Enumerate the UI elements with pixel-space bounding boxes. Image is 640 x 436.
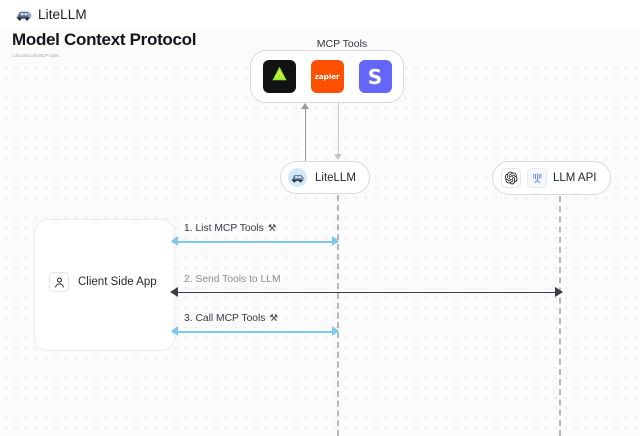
message-arrowhead-left-3 [171,325,178,336]
connector-litellm-to-mcp [304,109,306,161]
message-label-3-text: 3. Call MCP Tools [184,313,266,324]
tool-tile-zapier[interactable]: zapier [310,60,344,93]
client-side-app-box[interactable]: Client Side App [34,219,175,351]
tool-tile-stripe[interactable]: S [358,60,392,93]
message-row-1: 1. List MCP Tools ⚒ [171,223,339,246]
message-arrowhead-right-2 [555,286,563,297]
zapier-icon: zapier [314,72,340,81]
node-llm-api-label: LLM API [553,172,597,184]
message-row-2: 2. Send Tools to LLM [170,274,563,297]
message-arrowhead-left-2 [170,286,178,297]
message-label-2: 2. Send Tools to LLM [181,274,284,285]
tools-icon-1: ⚒ [267,222,277,234]
message-label-1-text: 1. List MCP Tools [184,223,264,234]
message-arrowhead-right-3 [332,325,339,336]
openai-icon [501,168,521,188]
message-arrowhead-right-1 [332,235,339,246]
node-llm-api[interactable]: LLM API [492,161,612,195]
lifeline-litellm [337,195,339,436]
litellm-logo-icon [16,8,32,21]
connector-mcp-to-litellm [337,103,339,155]
mcp-tools-label: MCP Tools [316,38,368,50]
message-row-3: 3. Call MCP Tools ⚒ [171,313,339,336]
page-title: Model Context Protocol [12,30,197,49]
connector-arrowhead-down [334,154,342,160]
diagram-canvas: MCP Tools zapier S [0,38,640,436]
stripe-icon: S [367,64,383,89]
litellm-avatar-icon [288,168,307,187]
message-line-3 [172,331,338,333]
message-label-1: 1. List MCP Tools ⚒ [181,223,279,234]
client-side-app-content: Client Side App [49,272,157,292]
page-subtitle: List and call MCP tools [13,53,59,58]
brand-name: LiteLLM [38,6,87,22]
node-litellm[interactable]: LiteLLM [280,161,370,194]
lifeline-llm-api [559,196,561,436]
connector-arrowhead-up [301,103,309,109]
tools-icon-3: ⚒ [269,312,278,324]
topbar: LiteLLM [0,0,640,28]
node-litellm-label: LiteLLM [315,171,356,184]
brand[interactable]: LiteLLM [16,7,87,22]
page-heading: Model Context Protocol List and call MCP… [12,30,196,59]
message-line-1 [172,241,338,243]
message-label-3: 3. Call MCP Tools ⚒ [181,313,281,324]
user-icon [49,272,69,292]
message-label-2-text: 2. Send Tools to LLM [184,274,281,285]
tool-tile-anthropic[interactable] [262,60,296,93]
mcp-tools-group: zapier S [250,50,404,103]
message-arrowhead-left-1 [171,235,178,246]
anthropic-claude-icon [527,168,547,188]
client-side-app-label: Client Side App [78,276,157,288]
anthropic-icon [269,65,290,88]
message-line-2 [172,292,562,294]
